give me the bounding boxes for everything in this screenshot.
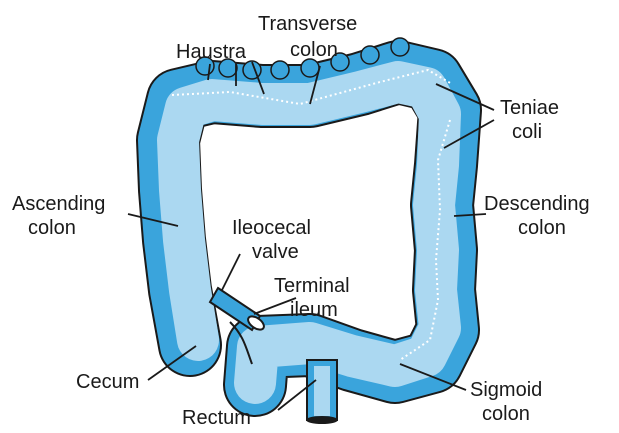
label-ileocecal-line2: valve (252, 241, 299, 263)
label-haustra: Haustra (176, 41, 247, 63)
label-teniae-line1: Teniae (500, 97, 559, 119)
label-rectum: Rectum (182, 407, 251, 429)
leader-ileocecal (222, 254, 240, 290)
label-cecum: Cecum (76, 371, 139, 393)
label-terminal-line2: ileum (290, 299, 338, 321)
label-ileocecal-line1: Ileocecal (232, 217, 311, 239)
label-terminal-line1: Terminal (274, 275, 350, 297)
label-sigmoid-line1: Sigmoid (470, 379, 542, 401)
rectum-lumen (314, 366, 330, 416)
label-transverse-line1: Transverse (258, 13, 357, 35)
label-descending-line2: colon (518, 217, 566, 239)
label-ascending-line1: Ascending (12, 193, 105, 215)
label-teniae-line2: coli (512, 121, 542, 143)
label-descending-line1: Descending (484, 193, 590, 215)
label-transverse-line2: colon (290, 39, 338, 61)
rectum-opening (306, 416, 338, 424)
label-ascending-line2: colon (28, 217, 76, 239)
label-sigmoid-line2: colon (482, 403, 530, 425)
